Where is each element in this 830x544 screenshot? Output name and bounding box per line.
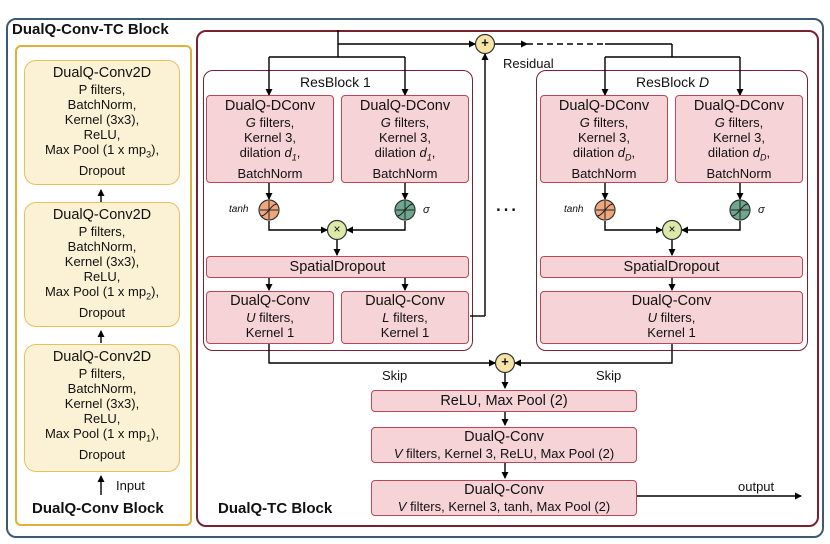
- sigma-label-d: σ: [758, 204, 765, 216]
- dconv-batchnorm: BatchNorm: [372, 165, 438, 181]
- input-label: Input: [116, 478, 145, 493]
- conv2d-block-2: DualQ-Conv2D P filters, BatchNorm, Kerne…: [24, 202, 180, 327]
- dconv-title: DualQ-DConv: [359, 98, 451, 114]
- conv-filters: U filters,: [647, 310, 696, 325]
- dconv-box-db: DualQ-DConv G filters, Kernel 3, dilatio…: [675, 95, 803, 183]
- dconv-batchnorm: BatchNorm: [706, 165, 772, 181]
- sigma-label-1: σ: [423, 204, 430, 216]
- conv-v2-box: DualQ-Conv V filters, Kernel 3, tanh, Ma…: [371, 480, 637, 516]
- skip-label-right: Skip: [596, 368, 622, 383]
- conv2d-dropout: Dropout: [78, 446, 126, 462]
- dconv-box-1b: DualQ-DConv G filters, Kernel 3, dilatio…: [341, 95, 469, 183]
- conv-u-box-d: DualQ-Conv U filters, Kernel 1: [540, 291, 803, 344]
- conv-v2-params: V filters, Kernel 3, tanh, Max Pool (2): [397, 499, 611, 514]
- dconv-filters: G filters,: [714, 115, 764, 130]
- conv2d-maxpool: Max Pool (1 x mp3),: [44, 142, 160, 160]
- relu-maxpool-box: ReLU, Max Pool (2): [371, 390, 637, 412]
- residual-label: Residual: [503, 56, 554, 71]
- dconv-filters: G filters,: [380, 115, 430, 130]
- spatial-dropout-d: SpatialDropout: [540, 256, 803, 278]
- multiply-node-d: [661, 219, 683, 241]
- conv2d-kernel: Kernel (3x3),: [64, 254, 140, 269]
- dconv-kernel: Kernel 3,: [243, 130, 297, 145]
- dconv-kernel: Kernel 3,: [577, 130, 631, 145]
- cnn-block-title: DualQ-Conv Block: [32, 500, 164, 517]
- conv2d-dropout: Dropout: [78, 304, 126, 320]
- conv2d-title: DualQ-Conv2D: [52, 207, 152, 223]
- conv2d-block-1: DualQ-Conv2D P filters, BatchNorm, Kerne…: [24, 344, 180, 472]
- conv2d-maxpool: Max Pool (1 x mp2),: [44, 284, 160, 302]
- dconv-dilation: dilation dD,: [572, 145, 636, 163]
- conv2d-filters: P filters,: [78, 224, 126, 239]
- conv-title: DualQ-Conv: [631, 293, 712, 309]
- multiply-symbol-1: ×: [333, 222, 341, 236]
- conv2d-title: DualQ-Conv2D: [52, 65, 152, 81]
- dconv-title: DualQ-DConv: [224, 98, 316, 114]
- conv-filters: L filters,: [382, 310, 428, 325]
- conv2d-batchnorm: BatchNorm,: [67, 97, 137, 112]
- tc-block-frame: [196, 30, 819, 527]
- residual-plus-symbol: +: [481, 35, 489, 50]
- spatial-dropout-1: SpatialDropout: [206, 256, 469, 278]
- conv-title: DualQ-Conv: [464, 482, 544, 498]
- resblock-1-title: ResBlock 1: [300, 74, 371, 90]
- conv-kernel: Kernel 1: [245, 325, 295, 340]
- tc-block-title: DualQ-TC Block: [218, 500, 333, 517]
- dconv-batchnorm: BatchNorm: [237, 165, 303, 181]
- dconv-title: DualQ-DConv: [558, 98, 650, 114]
- output-label: output: [738, 479, 775, 494]
- conv-filters: U filters,: [246, 310, 294, 325]
- skip-plus-node: [494, 352, 516, 374]
- dconv-batchnorm: BatchNorm: [571, 165, 637, 181]
- conv2d-block-3: DualQ-Conv2D P filters, BatchNorm, Kerne…: [24, 60, 180, 185]
- conv2d-filters: P filters,: [78, 82, 126, 97]
- conv2d-title: DualQ-Conv2D: [52, 349, 152, 365]
- multiply-node-1: [326, 219, 348, 241]
- dconv-box-da: DualQ-DConv G filters, Kernel 3, dilatio…: [540, 95, 668, 183]
- conv2d-relu: ReLU,: [83, 127, 121, 142]
- conv2d-filters: P filters,: [78, 366, 126, 381]
- outer-frame: [6, 18, 824, 538]
- dconv-filters: G filters,: [245, 115, 295, 130]
- skip-plus-symbol: +: [501, 354, 509, 369]
- tanh-label-1: tanh: [229, 204, 249, 215]
- outer-title: DualQ-Conv-TC Block: [12, 21, 169, 38]
- conv2d-dropout: Dropout: [78, 162, 126, 178]
- dconv-filters: G filters,: [579, 115, 629, 130]
- conv2d-maxpool: Max Pool (1 x mp1),: [44, 426, 160, 444]
- conv-l-box-1: DualQ-Conv L filters, Kernel 1: [341, 291, 469, 344]
- conv-title: DualQ-Conv: [365, 293, 445, 309]
- conv2d-kernel: Kernel (3x3),: [64, 396, 140, 411]
- conv-title: DualQ-Conv: [464, 429, 544, 445]
- dconv-kernel: Kernel 3,: [378, 130, 432, 145]
- conv-kernel: Kernel 1: [380, 325, 430, 340]
- conv-v1-box: DualQ-Conv V filters, Kernel 3, ReLU, Ma…: [371, 427, 637, 463]
- cnn-block-frame: [15, 45, 192, 526]
- conv2d-batchnorm: BatchNorm,: [67, 381, 137, 396]
- dconv-box-1a: DualQ-DConv G filters, Kernel 3, dilatio…: [206, 95, 334, 183]
- dconv-dilation: dilation d1,: [239, 145, 301, 163]
- conv2d-relu: ReLU,: [83, 269, 121, 284]
- conv2d-relu: ReLU,: [83, 411, 121, 426]
- conv-v1-params: V filters, Kernel 3, ReLU, Max Pool (2): [393, 446, 615, 461]
- dconv-dilation: dilation d1,: [374, 145, 436, 163]
- conv2d-kernel: Kernel (3x3),: [64, 112, 140, 127]
- dconv-title: DualQ-DConv: [693, 98, 785, 114]
- ellipsis: …: [494, 190, 520, 217]
- dconv-kernel: Kernel 3,: [712, 130, 766, 145]
- multiply-symbol-d: ×: [668, 222, 676, 236]
- conv-kernel: Kernel 1: [647, 325, 696, 340]
- dconv-dilation: dilation dD,: [707, 145, 771, 163]
- residual-plus-node: [474, 33, 496, 55]
- conv-u-box-1: DualQ-Conv U filters, Kernel 1: [206, 291, 334, 344]
- resblock-d-title: ResBlock D: [636, 74, 710, 90]
- tanh-label-d: tanh: [564, 204, 584, 215]
- conv2d-batchnorm: BatchNorm,: [67, 239, 137, 254]
- conv-title: DualQ-Conv: [230, 293, 310, 309]
- skip-label-left: Skip: [382, 368, 408, 383]
